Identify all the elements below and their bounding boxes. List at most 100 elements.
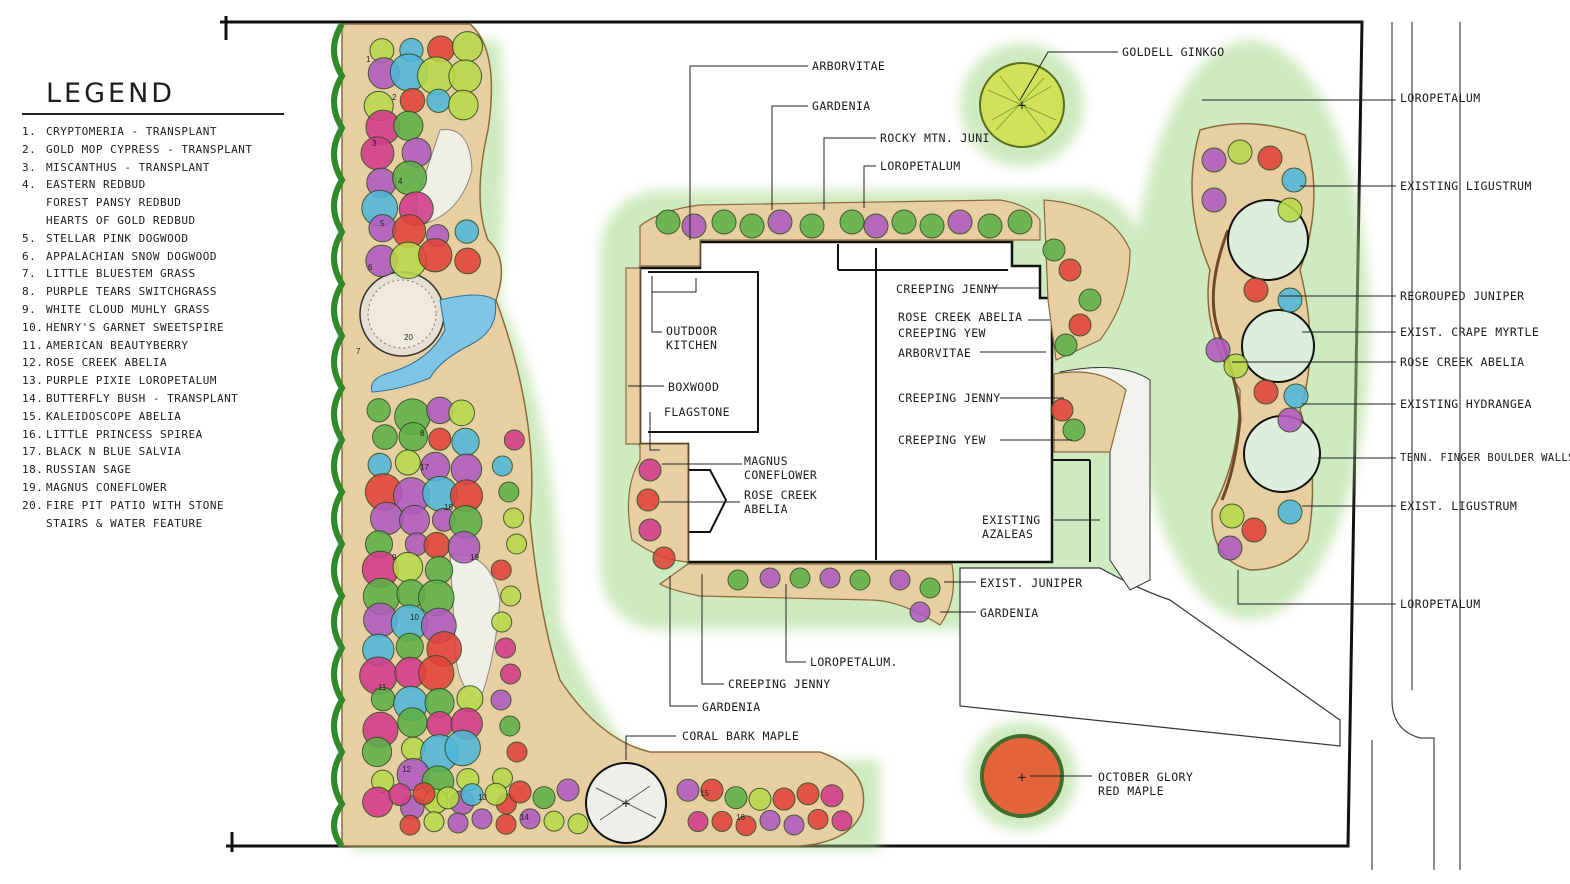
legend-item-number: 8. [22, 285, 37, 299]
shrub [1042, 238, 1066, 262]
shrub [638, 518, 662, 542]
bed-number: 13 [478, 793, 487, 802]
legend-item-number: 6. [22, 249, 37, 263]
label-existing-azaleas: EXISTING AZALEAS [982, 513, 1041, 541]
legend-item: 7.LITTLE BLUESTEM GRASS [22, 265, 292, 283]
legend-item-text: APPALACHIAN SNOW DOGWOOD [46, 249, 217, 263]
road-lines [1371, 22, 1461, 870]
label-outdoor-kitchen: OUTDOOR KITCHEN [666, 324, 718, 352]
shrub [418, 655, 455, 692]
legend-item-text: BLACK N BLUE SALVIA [46, 445, 182, 459]
shrub [490, 689, 512, 711]
shrub [739, 213, 765, 239]
shrub [426, 711, 454, 738]
shrub [1277, 287, 1303, 313]
shrub [398, 504, 431, 536]
shrub [567, 813, 589, 835]
bed-number: 12 [402, 765, 411, 774]
left-hedge-edge [331, 22, 346, 848]
label-rose-creek-abelia-left: ROSE CREEK ABELIA [744, 488, 818, 516]
label-creeping-jenny-1: CREEPING JENNY [896, 282, 999, 296]
bed-number: 8 [420, 429, 425, 438]
legend-item: 16.LITTLE PRINCESS SPIREA [22, 426, 292, 444]
shrub [423, 531, 451, 559]
legend-item-number: 11. [22, 338, 44, 352]
shrub [1062, 418, 1086, 442]
legend-rule [22, 113, 284, 115]
bed-number: 4 [398, 177, 403, 186]
legend-item: FOREST PANSY REDBUD [22, 194, 292, 212]
shrub [366, 398, 391, 423]
legend-item-text: WHITE CLOUD MUHLY GRASS [46, 302, 210, 316]
shrub [491, 611, 513, 633]
bed-number: 18 [444, 503, 453, 512]
shrub [799, 213, 825, 239]
legend-item: 19.MAGNUS CONEFLOWER [22, 479, 292, 497]
svg-text:+: + [622, 796, 630, 812]
legend-item: 11.AMERICAN BEAUTYBERRY [22, 337, 292, 355]
shrub [1078, 288, 1102, 312]
bed-number: 19 [470, 553, 479, 562]
shrub [471, 808, 493, 830]
bed-number: 15 [700, 789, 709, 798]
shrub [397, 707, 428, 738]
shrub [506, 533, 528, 555]
shrub [889, 569, 911, 591]
shrub [499, 715, 521, 737]
legend-item-text: LITTLE PRINCESS SPIREA [46, 427, 203, 441]
shrub [849, 569, 871, 591]
shrub [1243, 277, 1269, 303]
shrub [652, 546, 676, 570]
label-loropetalum-right-1: LOROPETALUM [1400, 91, 1481, 105]
shrub [1277, 499, 1303, 525]
shrub [506, 741, 528, 763]
legend-item-text: PURPLE PIXIE LOROPETALUM [46, 374, 217, 388]
legend-item: 9. WHITE CLOUD MUHLY GRASS [22, 301, 292, 319]
shrub [399, 87, 426, 114]
shrub [448, 399, 475, 427]
shrub [393, 110, 424, 141]
shrub [1217, 535, 1243, 561]
legend-item-number: 17. [22, 445, 44, 459]
shrub-clusters [359, 31, 1309, 837]
legend-item: 12.ROSE CREEK ABELIA [22, 354, 292, 372]
shrub [1281, 167, 1307, 193]
label-loropetalum-right-2: LOROPETALUM [1400, 597, 1481, 611]
shrub [392, 551, 424, 583]
shrub [919, 213, 945, 239]
bed-number: 10 [410, 613, 419, 622]
shrub [503, 429, 525, 451]
shrub [447, 530, 481, 564]
shrub [490, 559, 512, 581]
bed-number: 17 [420, 463, 429, 472]
legend-item: 14.BUTTERFLY BUSH - TRANSPLANT [22, 390, 292, 408]
shrub [1277, 197, 1303, 223]
legend-item: 3.MISCANTHUS - TRANSPLANT [22, 159, 292, 177]
legend-item-number: 10. [22, 320, 44, 334]
shrub [1241, 517, 1267, 543]
shrub [426, 88, 451, 113]
legend-item-text: HEARTS OF GOLD REDBUD [46, 213, 196, 227]
label-boxwood: BOXWOOD [668, 380, 720, 394]
shrub [1050, 398, 1074, 422]
shrub [372, 424, 398, 450]
legend-item-number: 12. [22, 356, 44, 370]
svg-text:+: + [1018, 98, 1026, 114]
bed-number: 9 [392, 553, 397, 562]
shrub [796, 782, 820, 806]
legend-item-number: 9. [22, 302, 37, 316]
label-gardenia-top: GARDENIA [812, 99, 871, 113]
shrub [454, 247, 481, 275]
label-creeping-jenny-bottom: CREEPING JENNY [728, 677, 831, 691]
legend-item-number: 14. [22, 391, 44, 405]
legend-item-text: KALEIDOSCOPE ABELIA [46, 409, 182, 423]
label-exist-juniper: EXIST. JUNIPER [980, 576, 1083, 590]
shrub [820, 784, 844, 808]
legend-item-number [22, 194, 46, 212]
label-gardenia-mid: GARDENIA [980, 606, 1039, 620]
shrub [428, 427, 452, 451]
shrub [839, 209, 865, 235]
label-october-glory-red-maple: OCTOBER GLORY RED MAPLE [1098, 770, 1194, 798]
